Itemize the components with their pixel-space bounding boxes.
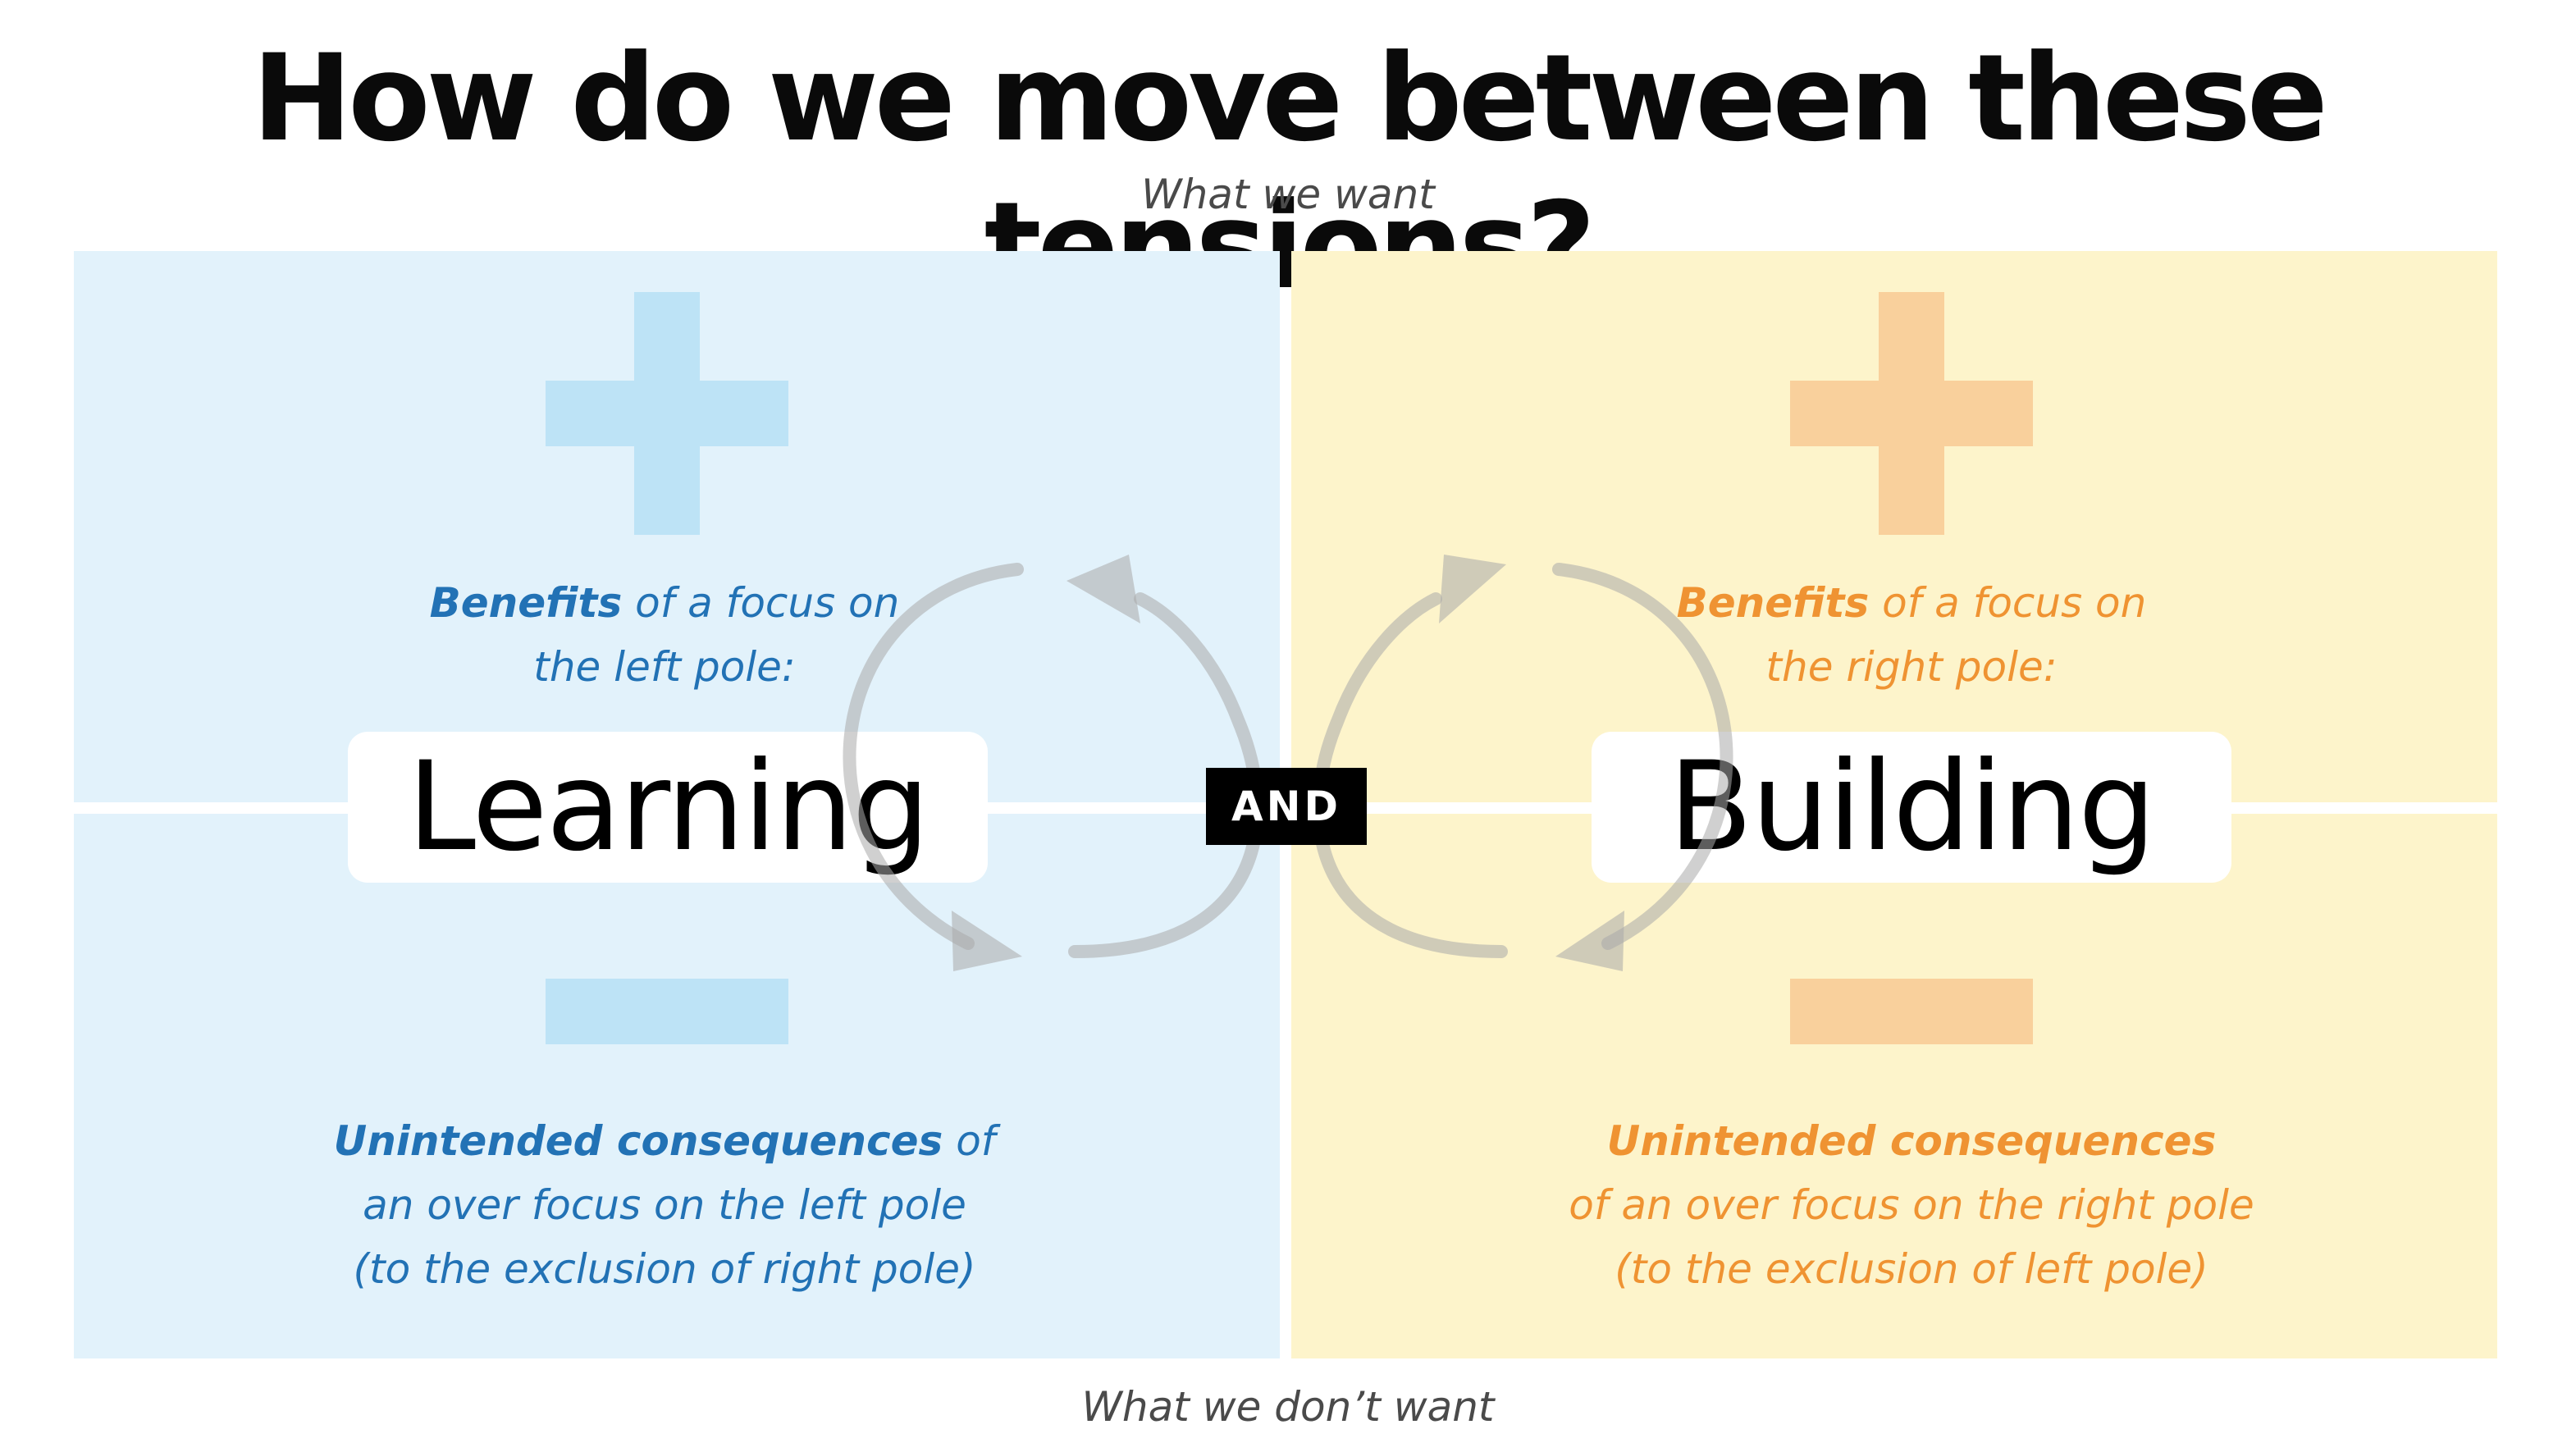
left-benefits-caption: Benefits of a focus on the left pole: — [429, 579, 900, 691]
arrowhead-left-top — [1066, 555, 1140, 623]
loop-arc-left-outer — [843, 563, 1024, 950]
left-pole-name: Learning — [407, 736, 929, 879]
loop-arc-right-outer — [1552, 563, 1733, 950]
left-plus-icon — [546, 292, 788, 535]
arrowhead-right-top — [1439, 555, 1506, 623]
right-downside-quadrant — [1291, 814, 2497, 1358]
right-benefits-caption: Benefits of a focus on the right pole: — [1676, 579, 2147, 691]
arrowhead-left-bottom — [952, 911, 1022, 971]
left-minus-icon — [546, 979, 788, 1044]
bottom-axis-label: What we don’t want — [1081, 1383, 1495, 1431]
right-plus-icon — [1790, 292, 2033, 535]
left-consequences-caption: Unintended consequences of an over focus… — [333, 1117, 996, 1293]
top-axis-label: What we want — [1141, 171, 1435, 218]
loop-arc-right-inner — [1312, 592, 1508, 958]
left-downside-quadrant — [74, 814, 1280, 1358]
and-connector: AND — [1206, 768, 1367, 845]
arrowhead-right-bottom — [1555, 911, 1624, 971]
right-consequences-caption: Unintended consequences of an over focus… — [1569, 1117, 2254, 1293]
right-minus-icon — [1790, 979, 2033, 1044]
right-pole-name: Building — [1668, 736, 2156, 879]
page-title: How do we move between these tensions? — [252, 29, 2328, 316]
loop-arc-left-inner — [1068, 592, 1264, 958]
